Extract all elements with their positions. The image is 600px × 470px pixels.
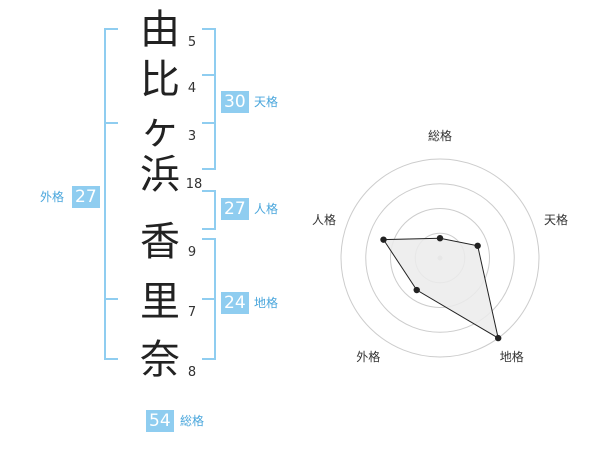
jinkaku-badge: 27 xyxy=(221,198,249,220)
given-char-2: 里 xyxy=(140,279,180,325)
tenkaku-label: 天格 xyxy=(254,95,279,109)
radar-chart xyxy=(340,158,540,358)
tenkaku-badge: 30 xyxy=(221,91,249,113)
bracket-tick xyxy=(202,74,216,76)
tenkaku-bracket xyxy=(202,28,216,170)
stroke-count: 4 xyxy=(187,81,197,96)
given-char-3: 奈 xyxy=(140,337,180,383)
radar-point-1 xyxy=(436,235,444,242)
jinkaku-bracket xyxy=(202,190,216,230)
surname-char-2: 比 xyxy=(140,57,180,103)
radar-point-4 xyxy=(413,286,420,294)
stroke-count: 7 xyxy=(187,305,197,320)
bracket-tick xyxy=(202,298,216,300)
radar-point-5 xyxy=(380,236,387,243)
chikaku-badge: 24 xyxy=(221,292,249,314)
gaikaku-badge: 27 xyxy=(72,186,100,208)
gaikaku-label: 外格 xyxy=(40,190,65,204)
soukaku-badge: 54 xyxy=(146,410,174,432)
jinkaku-label: 人格 xyxy=(254,202,279,216)
radar-point-3 xyxy=(494,334,502,342)
chikaku-label: 地格 xyxy=(254,296,279,310)
stroke-count: 8 xyxy=(187,365,197,380)
radar-series-polygon xyxy=(382,237,499,340)
stroke-count: 3 xyxy=(187,129,197,144)
radar-axis-label: 総格 xyxy=(428,129,453,143)
stroke-count: 9 xyxy=(187,245,197,260)
stroke-count: 18 xyxy=(185,177,203,192)
gaikaku-bracket xyxy=(104,28,118,360)
bracket-tick xyxy=(104,122,118,124)
radar-axis-label: 人格 xyxy=(311,213,336,228)
surname-char-3: ヶ xyxy=(140,107,180,153)
bracket-tick xyxy=(202,122,216,124)
surname-char-1: 由 xyxy=(140,7,180,53)
radar-grid-ring xyxy=(390,208,490,308)
stroke-count: 5 xyxy=(187,35,197,50)
bracket-tick xyxy=(104,298,118,300)
surname-char-4: 浜 xyxy=(140,152,180,198)
radar-axis-label: 地格 xyxy=(499,349,524,364)
radar-grid-ring xyxy=(340,158,540,358)
radar-axis-label: 天格 xyxy=(544,213,569,228)
given-char-1: 香 xyxy=(140,219,180,265)
radar-grid-ring xyxy=(365,183,515,333)
soukaku-label: 総格 xyxy=(180,414,205,428)
radar-axis-label: 外格 xyxy=(356,349,381,364)
radar-point-2 xyxy=(474,242,481,249)
